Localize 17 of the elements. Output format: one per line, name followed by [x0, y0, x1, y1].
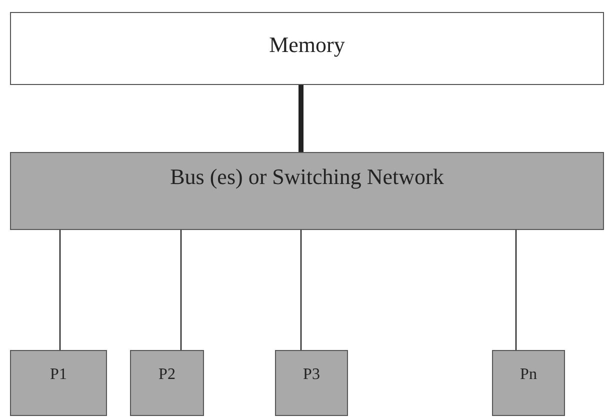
connector-line	[298, 85, 304, 152]
node-label: P2	[158, 366, 176, 384]
connector-line	[180, 230, 182, 350]
processor-box	[492, 350, 565, 416]
node-label: P1	[50, 366, 67, 384]
processor-box	[10, 350, 107, 416]
node-label: Pn	[520, 366, 537, 384]
connector-line	[59, 230, 61, 350]
node-label: P3	[303, 366, 320, 384]
node-label: Memory	[269, 32, 345, 58]
node-label: Bus (es) or Switching Network	[170, 164, 444, 190]
connector-line	[515, 230, 517, 350]
connector-line	[300, 230, 302, 350]
processor-box	[275, 350, 348, 416]
bus-box	[10, 152, 604, 230]
memory-box	[10, 12, 604, 85]
processor-box	[130, 350, 204, 416]
